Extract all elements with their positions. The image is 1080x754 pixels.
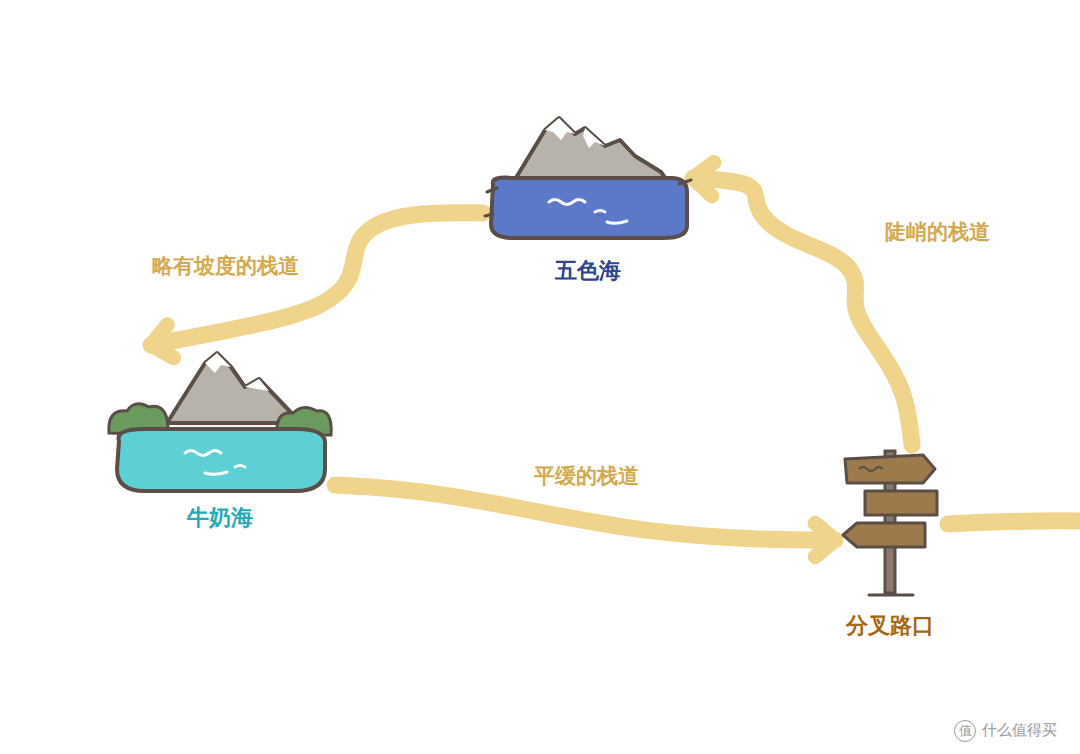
trail-line [693, 178, 912, 445]
watermark-icon: 值 [954, 720, 976, 742]
trail-arrow [151, 213, 483, 358]
trail-line [335, 485, 835, 540]
signpost-node: 分叉路口 [835, 445, 945, 643]
arrow-head [693, 162, 714, 195]
arrow-head [151, 325, 174, 358]
arrow-head [815, 523, 835, 557]
trail-label: 略有坡度的栈道 [152, 252, 299, 280]
trail-arrow [335, 485, 835, 557]
trail-label: 平缓的栈道 [534, 462, 639, 490]
place-label: 分叉路口 [846, 611, 934, 641]
trail-line [151, 213, 483, 345]
place-label: 牛奶海 [187, 503, 253, 533]
illustration [835, 445, 945, 603]
trail-line [948, 521, 1080, 524]
watermark-text: 什么值得买 [982, 721, 1057, 740]
trail-arrow [693, 162, 912, 445]
place-label: 五色海 [555, 256, 621, 286]
lake-node: 五色海 [483, 108, 693, 288]
illustration [483, 108, 693, 246]
illustration [105, 345, 335, 497]
trail-label: 陡峭的栈道 [885, 218, 990, 246]
lake-node: 牛奶海 [105, 345, 335, 535]
